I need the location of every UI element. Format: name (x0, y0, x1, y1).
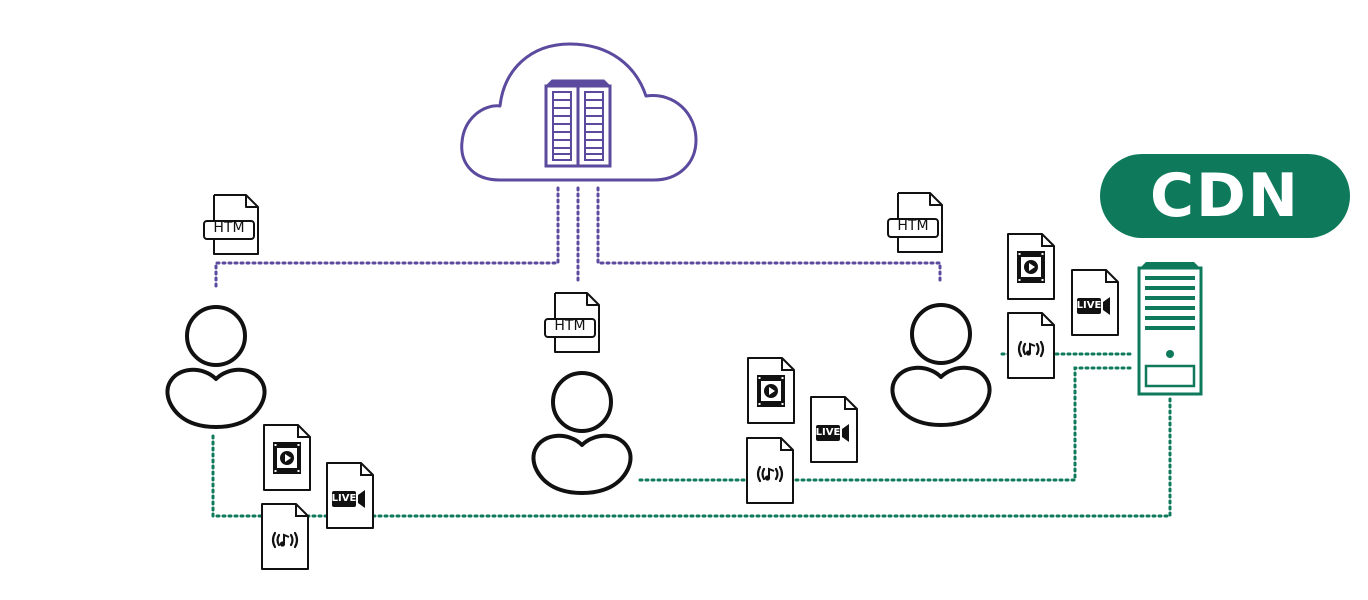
user-icon (531, 371, 633, 495)
html-file-icon: HTM (203, 194, 259, 255)
video-file-icon (263, 424, 311, 491)
html-file-label: HTM (897, 218, 928, 234)
audio-stream-file-icon (260, 502, 310, 571)
html-file-icon: HTM (887, 192, 943, 253)
server-rack-icon (544, 79, 612, 168)
live-file-label: LIVE (1077, 300, 1102, 311)
video-file-icon (1007, 233, 1055, 300)
cdn-server-icon (1137, 262, 1203, 396)
cdn-link-center (638, 366, 1132, 482)
live-file-label: LIVE (816, 427, 841, 438)
html-file-icon: HTM (544, 292, 600, 353)
user-icon (165, 305, 267, 429)
live-stream-file-icon: LIVE (1071, 269, 1119, 336)
html-file-label: HTM (213, 220, 244, 236)
live-stream-file-icon: LIVE (810, 396, 858, 463)
cloud-connections (214, 186, 942, 288)
audio-stream-file-icon (1006, 311, 1056, 380)
live-stream-file-icon: LIVE (326, 462, 374, 529)
cloud-link-right (596, 186, 942, 286)
user-icon (890, 303, 992, 427)
cdn-badge: CDN (1100, 154, 1350, 238)
live-file-label: LIVE (332, 493, 357, 504)
video-file-icon (747, 357, 795, 424)
html-file-label: HTM (554, 318, 585, 334)
cloud-link-left (214, 186, 560, 288)
audio-stream-file-icon (745, 436, 795, 505)
cdn-badge-label: CDN (1149, 161, 1301, 231)
cdn-link-left (211, 396, 1172, 518)
